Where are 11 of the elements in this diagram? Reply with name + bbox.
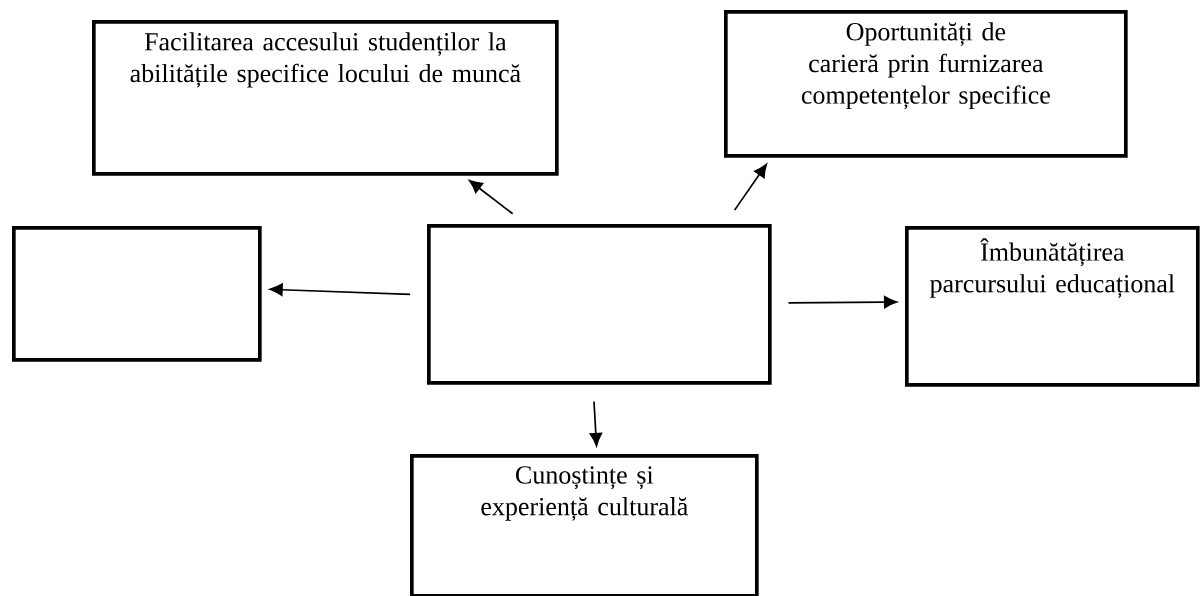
empty-box [427, 224, 772, 385]
arrow [589, 400, 603, 447]
text-box: Îmbunătățirea parcursului educațional [905, 226, 1200, 387]
arrow [269, 283, 411, 296]
arrow [733, 163, 767, 211]
text-box: Oportunități de carieră prin furnizarea competențelor specifice [724, 10, 1128, 158]
text-box: Cunoștințe și experiență culturală [410, 454, 759, 596]
empty-box [12, 226, 262, 362]
arrow [787, 295, 898, 309]
arrow [468, 180, 514, 215]
text-box: Facilitarea accesului studenților la abilitățile specifice locului de muncă [92, 20, 559, 176]
